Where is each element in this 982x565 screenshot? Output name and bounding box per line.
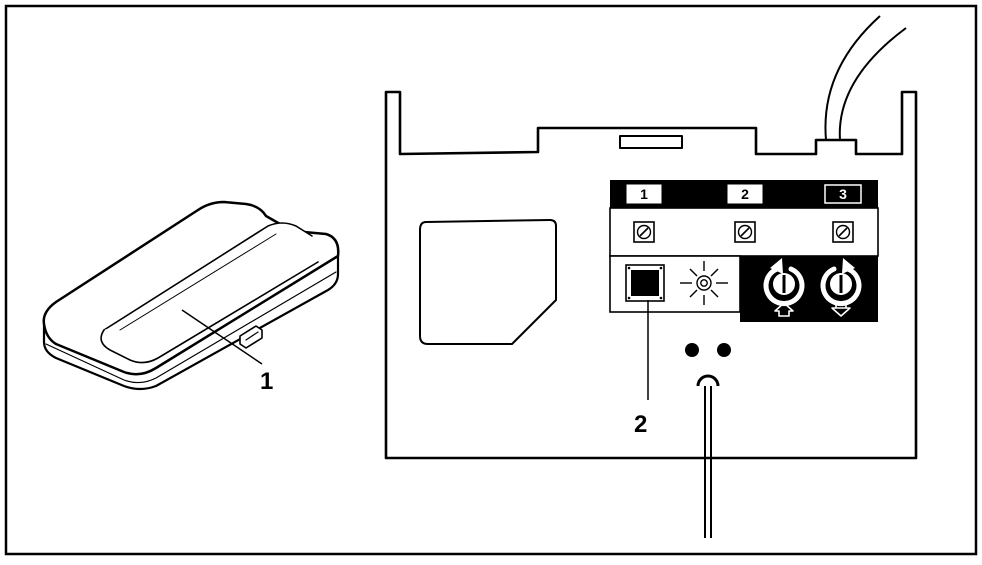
- battery-channel-inner: [119, 233, 277, 331]
- section-1-tab: [626, 184, 662, 204]
- battery-pack: [42, 200, 340, 391]
- section-3-tab: [824, 184, 862, 204]
- section-2-label: 2: [741, 186, 749, 202]
- callout-1-label: 1: [260, 368, 273, 395]
- indicator-button: [625, 264, 665, 302]
- charger-top-slot: [619, 135, 683, 149]
- callout-1-leader: [181, 309, 263, 365]
- battery-channel-lower: [100, 261, 319, 364]
- contact-dot-left: [685, 343, 699, 357]
- panel-dial-block: [740, 256, 878, 322]
- section-3-label: 3: [839, 186, 847, 202]
- callout-2-label: 2: [634, 411, 647, 438]
- power-cable-left: [824, 15, 881, 141]
- dial-increase-icon: [763, 258, 805, 317]
- battery-recess: [419, 219, 557, 345]
- section-2-tab: [727, 184, 763, 204]
- adjust-screw-1: [633, 221, 655, 243]
- contact-dot-right: [717, 343, 731, 357]
- control-panel: 1 2 3: [609, 180, 879, 322]
- sensor-probe: [696, 374, 720, 538]
- battery-front-edge: [45, 271, 337, 384]
- adjust-screw-2: [734, 221, 756, 243]
- battery-latch-detail: [245, 331, 259, 341]
- power-cable-right: [838, 27, 907, 141]
- dial-decrease-icon: [820, 258, 862, 317]
- battery-channel-upper: [103, 222, 313, 331]
- light-icon: [680, 261, 728, 305]
- section-1-label: 1: [640, 186, 648, 202]
- adjust-screw-3: [832, 221, 854, 243]
